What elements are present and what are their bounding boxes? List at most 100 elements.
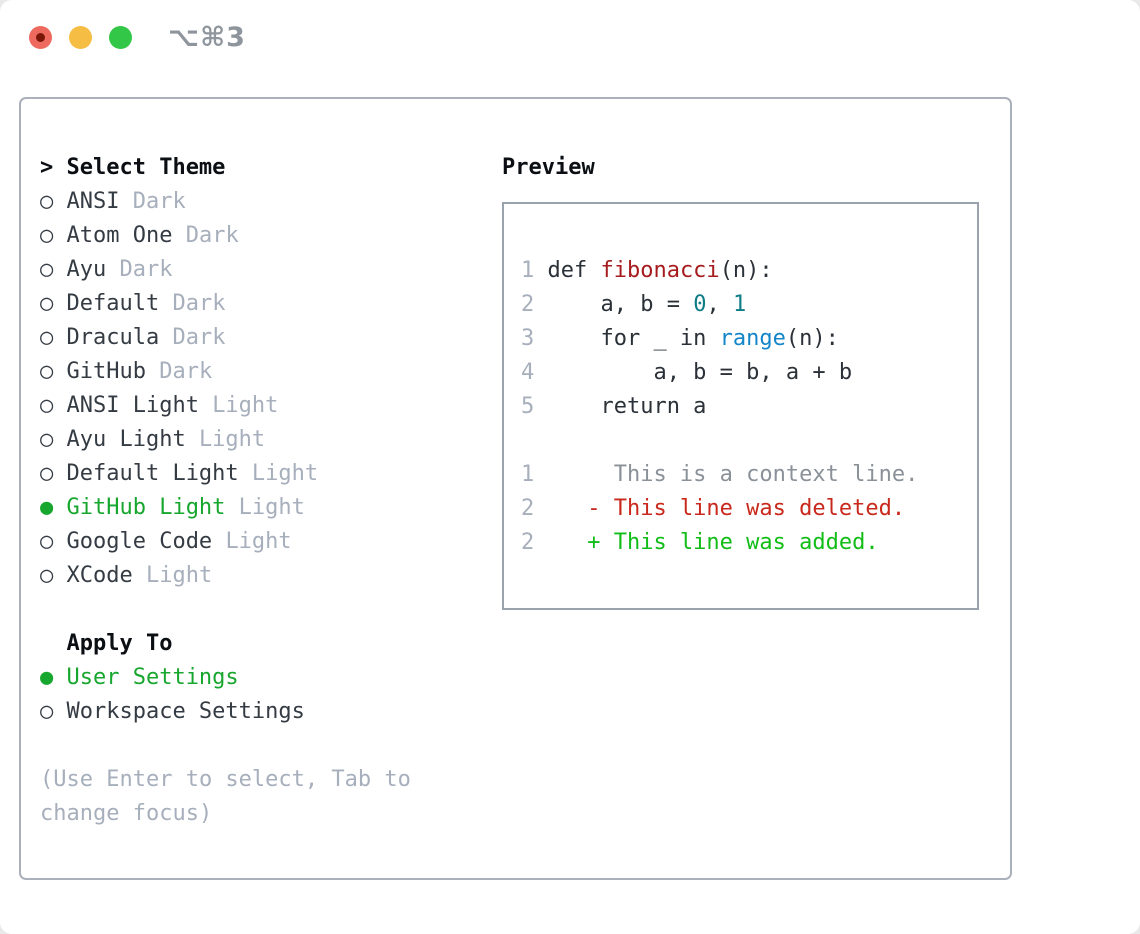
radio-unselected-icon: ○: [40, 257, 54, 282]
theme-option-default-light[interactable]: ○Default Light Light: [40, 457, 480, 491]
radio-unselected-icon: ○: [40, 699, 54, 724]
theme-option-tag: Dark: [185, 223, 239, 248]
theme-option-tag: Dark: [172, 291, 226, 316]
select-theme-header-label: Select Theme: [66, 155, 226, 180]
code-token: range: [719, 326, 786, 351]
radio-unselected-icon: ○: [40, 393, 54, 418]
theme-option-tag: Light: [225, 529, 292, 554]
line-number: 1: [521, 258, 535, 283]
code-line: 2 + This line was added.: [521, 526, 977, 560]
close-button-dot-icon: [36, 33, 45, 42]
theme-option-label: XCode: [66, 563, 146, 588]
theme-option-label: Default Light: [66, 461, 252, 486]
theme-option-tag: Dark: [172, 325, 226, 350]
line-number: 2: [521, 292, 535, 317]
zoom-button[interactable]: [109, 26, 132, 49]
code-line: 1 This is a context line.: [521, 458, 977, 492]
theme-option-default[interactable]: ○ Default Dark: [40, 287, 480, 321]
theme-option-tag: Light: [212, 393, 279, 418]
code-token: ,: [706, 292, 733, 317]
code-token: 1: [732, 292, 747, 317]
code-token: a, b =: [547, 292, 694, 317]
radio-unselected-icon: ○: [40, 189, 54, 214]
theme-option-tag: Light: [145, 563, 213, 588]
theme-option-google-code[interactable]: ○ Google Code Light: [40, 525, 480, 559]
code-token: return a: [547, 394, 707, 419]
preview-header: Preview: [502, 151, 979, 185]
theme-option-tag: Light: [198, 427, 266, 452]
apply-option-workspace-settings[interactable]: ○ Workspace Settings: [40, 695, 480, 729]
radio-selected-icon: ●: [40, 665, 54, 690]
theme-option-tag: Light: [238, 495, 305, 520]
theme-option-label: Ayu: [66, 257, 120, 282]
preview-header-label: Preview: [502, 155, 595, 180]
code-line: 5 return a: [521, 390, 977, 424]
theme-option-github[interactable]: ○ GitHub Dark: [40, 355, 480, 389]
apply-to-header: Apply To: [40, 627, 480, 661]
line-number: 5: [521, 394, 535, 419]
theme-option-label: ANSI: [66, 189, 133, 214]
apply-option-label: Workspace Settings: [66, 699, 305, 724]
line-number: 1: [521, 462, 535, 487]
theme-list-column: >Select Theme ○ANSI Dark○Atom One Dark○A…: [40, 151, 480, 878]
radio-unselected-icon: ○: [40, 291, 54, 316]
titlebar: ⌥⌘3: [29, 24, 246, 51]
theme-option-ayu-light[interactable]: ○ Ayu Light Light: [40, 423, 480, 457]
radio-unselected-icon: ○: [40, 325, 54, 350]
theme-option-tag: Dark: [132, 189, 186, 214]
apply-option-user-settings[interactable]: ● User Settings: [40, 661, 480, 695]
theme-option-ansi[interactable]: ○ ANSI Dark: [40, 185, 480, 219]
close-button[interactable]: [29, 26, 52, 49]
theme-option-tag: Dark: [119, 257, 173, 282]
code-line: 1 def fibonacci(n):: [521, 254, 977, 288]
apply-option-label: User Settings: [66, 665, 239, 690]
code-token: fibonacci: [600, 258, 720, 283]
theme-option-label: Ayu Light: [66, 427, 199, 452]
line-number: 2: [521, 530, 535, 555]
radio-unselected-icon: ○: [40, 461, 54, 486]
code-token: + This line was added.: [547, 530, 879, 555]
hint-text: (Use Enter to select, Tab to change focu…: [40, 767, 411, 826]
apply-to-options-list: ● User Settings ○ Workspace Settings: [40, 661, 480, 729]
code-line: 2 - This line was deleted.: [521, 492, 977, 526]
theme-option-label: Dracula: [66, 325, 173, 350]
code-line: 3 for _ in range(n):: [521, 322, 977, 356]
theme-option-tag: Dark: [159, 359, 213, 384]
radio-unselected-icon: ○: [40, 563, 54, 588]
code-line: [521, 424, 977, 458]
theme-picker-panel: >Select Theme ○ANSI Dark○Atom One Dark○A…: [19, 97, 1012, 880]
radio-unselected-icon: ○: [40, 529, 54, 554]
theme-option-atom-one[interactable]: ○ Atom One Dark: [40, 219, 480, 253]
radio-unselected-icon: ○: [40, 359, 54, 384]
theme-option-github-light[interactable]: ● GitHub Light Light: [40, 491, 480, 525]
code-token: def: [547, 258, 601, 283]
apply-to-header-label: Apply To: [66, 631, 173, 656]
radio-selected-icon: ●: [40, 495, 54, 520]
select-theme-header: >Select Theme: [40, 151, 480, 185]
theme-option-label: Default: [66, 291, 173, 316]
theme-option-label: Atom One: [66, 223, 186, 248]
code-token: This is a context line.: [547, 462, 919, 487]
code-token: (n):: [719, 258, 773, 283]
code-line: 2 a, b = 0, 1: [521, 288, 977, 322]
theme-option-ayu[interactable]: ○ Ayu Dark: [40, 253, 480, 287]
theme-option-ansi-light[interactable]: ○ANSI Light Light: [40, 389, 480, 423]
code-token: 0: [693, 292, 707, 317]
theme-option-dracula[interactable]: ○ Dracula Dark: [40, 321, 480, 355]
radio-unselected-icon: ○: [40, 223, 54, 248]
line-number: 2: [521, 496, 535, 521]
theme-option-label: GitHub Light: [66, 495, 239, 520]
line-number: 4: [521, 360, 535, 385]
theme-option-label: GitHub: [66, 359, 160, 384]
minimize-button[interactable]: [69, 26, 92, 49]
radio-unselected-icon: ○: [40, 427, 54, 452]
theme-option-xcode[interactable]: ○ XCode Light: [40, 559, 480, 593]
theme-option-label: Google Code: [66, 529, 226, 554]
code-line: 4 a, b = b, a + b: [521, 356, 977, 390]
line-number: 3: [521, 326, 535, 351]
theme-options-list: ○ ANSI Dark ○ Atom One Dark ○ Ayu Dark ○ Defaul…: [40, 185, 480, 593]
